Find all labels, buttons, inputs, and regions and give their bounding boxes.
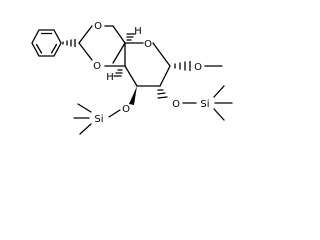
hashed-bond-c1-ome: [174, 60, 191, 72]
atom-o-pyranose: O: [144, 39, 152, 50]
hashed-bond-c4-h: [113, 69, 123, 77]
atom-o-c2: O: [172, 99, 180, 110]
svg-text:O: O: [122, 104, 130, 115]
svg-text:O: O: [144, 39, 152, 50]
tms-group-c2: [213, 85, 233, 121]
wedge-bond-c3-o: [129, 86, 137, 105]
molecule-drawing: O O O O O O Si Si H H: [31, 21, 233, 135]
phenyl-ring: [31, 29, 62, 57]
tms-group-c3: [73, 103, 92, 135]
svg-text:H: H: [106, 72, 114, 83]
svg-text:O: O: [94, 21, 102, 32]
atom-o-acetal-bottom: O: [93, 61, 101, 72]
structure-canvas: O O O O O O Si Si H H: [31, 21, 233, 135]
hashed-bond-c2-o: [157, 89, 168, 99]
hashed-bond-phenyl-acetal: [62, 38, 76, 48]
dioxane-ring: [78, 25, 126, 64]
atom-o-c3: O: [122, 104, 130, 115]
svg-text:O: O: [93, 61, 101, 72]
svg-text:Si: Si: [94, 114, 103, 125]
bond-o-si-c3: [108, 109, 121, 118]
svg-text:Si: Si: [200, 99, 209, 110]
atom-si-c2: Si: [200, 99, 209, 110]
svg-text:O: O: [172, 99, 180, 110]
hashed-bond-c5-h: [126, 33, 136, 41]
atom-o-acetal-top: O: [94, 21, 102, 32]
pyranose-ring: [104, 42, 171, 87]
atom-si-c3: Si: [94, 114, 103, 125]
atom-o-methoxy: O: [194, 62, 202, 73]
atom-h-c4: H: [106, 72, 114, 83]
svg-text:O: O: [194, 62, 202, 73]
svg-text:H: H: [134, 26, 142, 37]
atom-h-c5: H: [134, 26, 142, 37]
